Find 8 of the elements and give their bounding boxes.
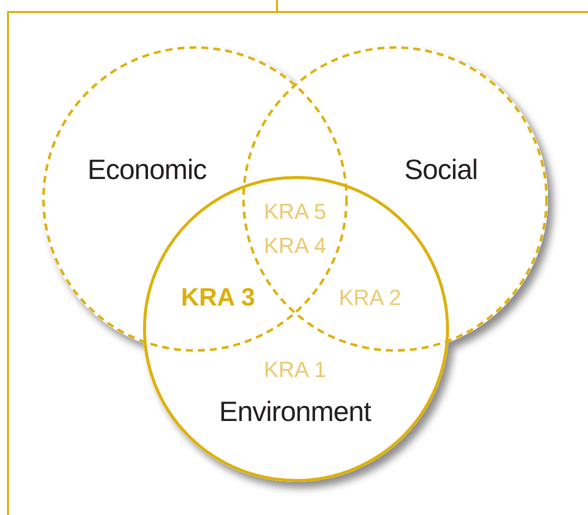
area-label: KRA 3 [180,284,256,312]
circle-label: Environment [219,396,371,428]
circle-label: Economic [88,154,206,186]
area-label: KRA 5 [264,199,326,225]
area-label: KRA 4 [264,233,326,259]
circle-label: Social [404,154,478,186]
area-label: KRA 2 [338,285,402,311]
area-label: KRA 1 [264,357,326,383]
